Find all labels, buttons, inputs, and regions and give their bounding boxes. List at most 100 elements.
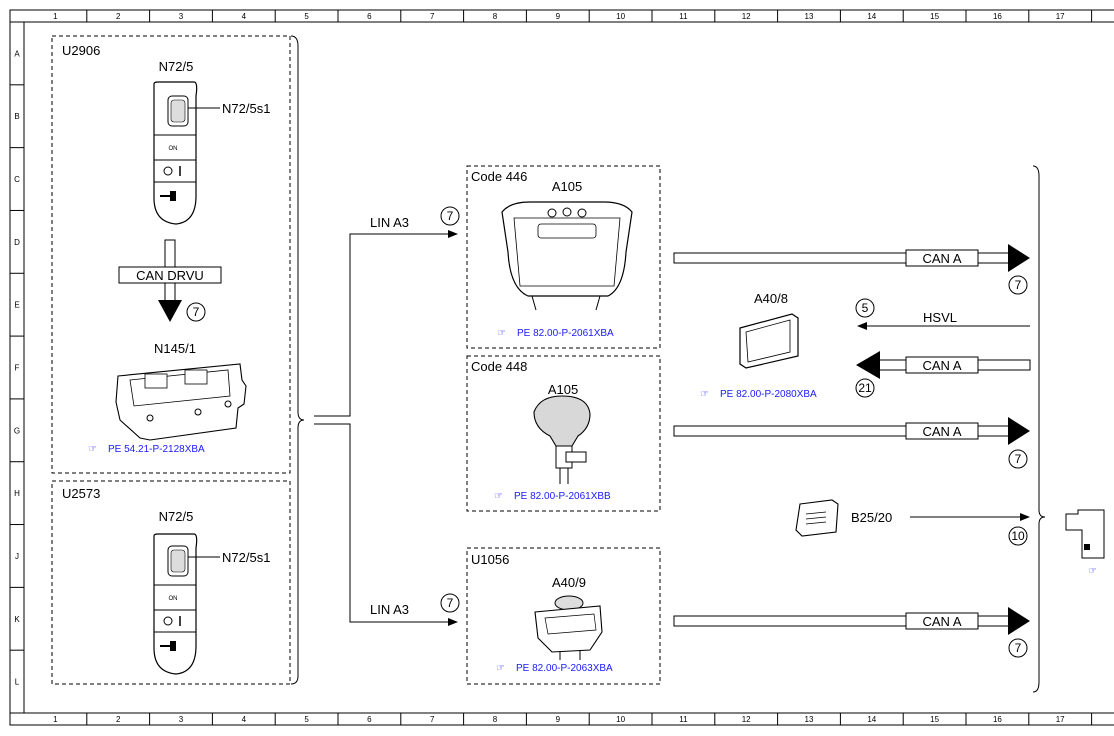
column-top-label-6: 6 [367,12,372,21]
column-bottom-label-11: 11 [679,715,688,724]
column-top-label-13: 13 [805,12,814,21]
column-bottom-label-4: 4 [242,715,247,724]
can-a-3-label-box [905,422,979,440]
u1056-ref-icon: ☞ [496,663,505,674]
can-a-arrow-4 [673,607,1030,635]
right-group-brace [1032,165,1046,693]
hsvl-ref: 5 [862,301,869,315]
row-label-C: C [14,175,20,184]
lin-lower-ref: 7 [447,596,454,610]
column-bottom-label-5: 5 [304,715,309,724]
column-top-label-5: 5 [304,12,309,21]
column-ruler: 1122334455667788991010111112121313141415… [53,10,1093,725]
group-code446-box [466,165,661,349]
group-code448-box [466,355,661,512]
group-u2573-code: U2573 [62,486,100,501]
switch-upper-label: N72/5 [159,59,194,74]
lin-lower-ref-circle [440,593,460,613]
lin-lower-label: LIN A3 [370,602,409,617]
column-bottom-label-14: 14 [867,715,876,724]
row-label-F: F [15,364,20,373]
display-label: A40/8 [754,291,788,306]
column-bottom-label-3: 3 [179,715,184,724]
code448-component-label: A105 [548,382,578,397]
sensor-drawing [795,499,839,537]
u1056-component-label: A40/9 [552,575,586,590]
hsvl-label: HSVL [923,310,957,325]
row-label-K: K [14,615,20,624]
column-top-label-12: 12 [742,12,751,21]
row-label-G: G [14,426,20,435]
steering-switch-lower: ON [153,533,198,675]
can-drvu-label: CAN DRVU [136,268,204,283]
group-u1056-code: U1056 [471,552,509,567]
can-a-4-ref: 7 [1015,641,1022,655]
display-ref[interactable]: PE 82.00-P-2080XBA [720,389,817,400]
column-bottom-label-12: 12 [742,715,751,724]
u1056-ref[interactable]: PE 82.00-P-2063XBA [516,663,613,674]
steering-switch-upper: ON [153,81,198,225]
partial-component-right [1065,509,1105,559]
sensor-ref: 10 [1011,529,1025,543]
row-label-L: L [15,678,20,687]
left-group-brace [290,35,305,685]
column-top-label-3: 3 [179,12,184,21]
display-drawing [739,313,799,369]
column-bottom-label-9: 9 [556,715,561,724]
sensor-label: B25/20 [851,510,892,525]
can-a-4-label-box [905,612,979,630]
can-drvu-ref: 7 [193,305,200,319]
can-a-2-ref-circle [855,378,875,398]
column-top-label-11: 11 [679,12,688,21]
lin-upper-ref-circle [440,206,460,226]
column-bottom-label-7: 7 [430,715,435,724]
group-u1056-box [466,547,661,685]
code446-ref[interactable]: PE 82.00-P-2061XBA [517,328,614,339]
code448-ref[interactable]: PE 82.00-P-2061XBB [514,491,611,502]
row-label-J: J [15,552,19,561]
can-a-3-ref-circle [1008,449,1028,469]
group-u2906-code: U2906 [62,43,100,58]
frame-border [9,9,1114,726]
column-top-label-10: 10 [616,12,625,21]
can-a-2-ref: 21 [858,381,872,395]
can-a-1-label-box [905,249,979,267]
column-bottom-label-6: 6 [367,715,372,724]
can-a-3-label: CAN A [922,424,961,439]
column-top-label-14: 14 [867,12,876,21]
switch-lower-part-label: N72/5s1 [222,550,270,565]
can-a-1-ref: 7 [1015,278,1022,292]
group-u2906-box [51,35,291,474]
row-label-A: A [14,49,20,58]
can-a-3-ref: 7 [1015,452,1022,466]
can-a-arrow-3 [673,417,1030,445]
sensor-ref-circle [1008,526,1028,546]
switch-lower-on-text: ON [169,596,178,602]
column-bottom-label-17: 17 [1056,715,1065,724]
column-top-label-17: 17 [1056,12,1065,21]
module-n145-label: N145/1 [154,341,196,356]
column-top-label-2: 2 [116,12,121,21]
column-top-label-1: 1 [53,12,58,21]
column-bottom-label-10: 10 [616,715,625,724]
column-bottom-label-1: 1 [53,715,58,724]
lin-upper-ref: 7 [447,209,454,223]
column-top-label-8: 8 [493,12,498,21]
display-ref-icon: ☞ [700,389,709,400]
code448-ref-icon: ☞ [494,491,503,502]
hsvl-ref-circle [855,298,875,318]
module-n145-ref[interactable]: PE 54.21-P-2128XBA [108,444,205,455]
switch-lower-label: N72/5 [159,509,194,524]
row-label-B: B [14,112,19,121]
can-a-4-label: CAN A [922,614,961,629]
gear-selector-drawing [533,395,591,484]
lin-connection-lines [314,230,458,626]
code446-ref-icon: ☞ [497,328,506,339]
can-a-2-label-box [905,356,979,374]
code446-component-label: A105 [552,179,582,194]
overhead-control-panel-drawing [501,201,633,311]
column-bottom-label-15: 15 [930,715,939,724]
column-bottom-label-2: 2 [116,715,121,724]
